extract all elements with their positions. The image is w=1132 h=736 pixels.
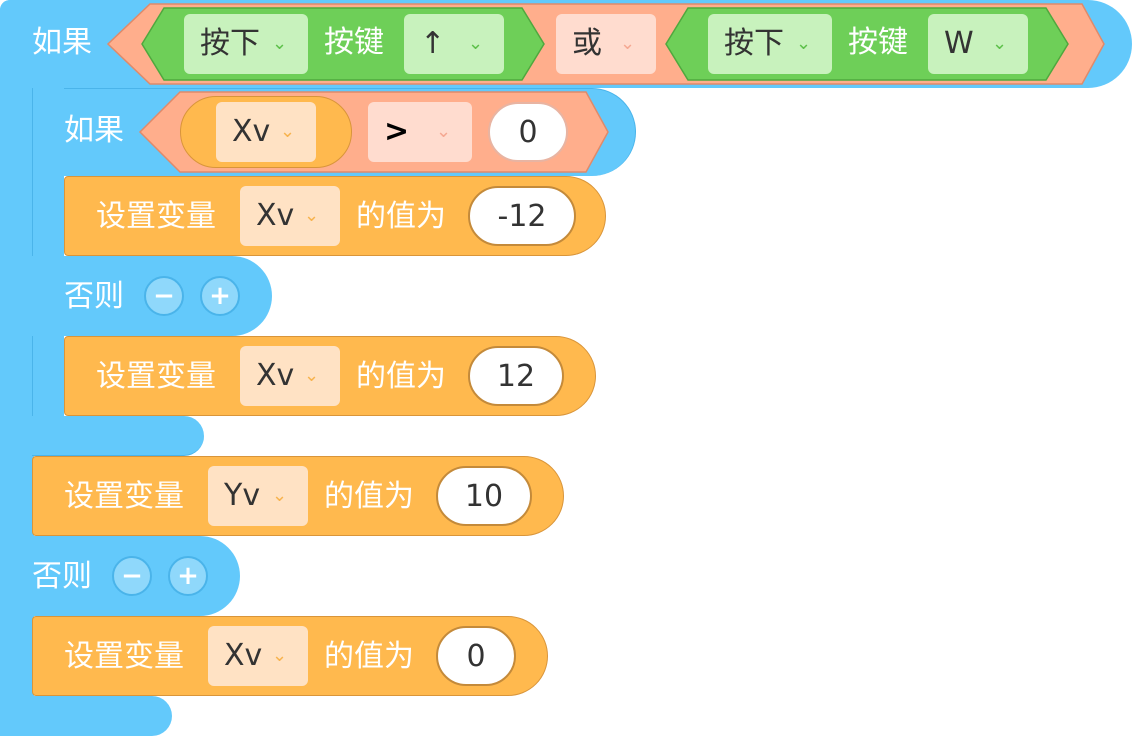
outer-if-label: 如果 [32,25,92,60]
inner-if-footer [32,416,204,456]
logic-operator-value: 或 [572,26,602,61]
set-variable-label: 设置变量 [96,199,216,234]
pressed-dropdown-left[interactable]: 按下 ⌄ [184,14,308,74]
chevron-down-icon: ⌄ [272,485,288,506]
outer-else-label: 否则 [32,559,92,594]
set-variable-dropdown-value: Xv [224,638,263,673]
outer-else-minus-button[interactable]: − [112,556,152,596]
set-variable-dropdown[interactable]: Yv ⌄ [208,466,308,526]
chevron-down-icon: ⌄ [620,33,636,54]
variable-dropdown-inner[interactable]: Xv ⌄ [216,102,316,162]
key-label-right: 按键 [848,25,908,60]
set-variable-dropdown[interactable]: Xv ⌄ [240,186,340,246]
outer-if-spine [0,0,34,736]
chevron-down-icon: ⌄ [272,33,288,54]
set-variable-label: 设置变量 [64,639,184,674]
chevron-down-icon: ⌄ [280,121,296,142]
chevron-down-icon: ⌄ [304,365,320,386]
set-variable-dropdown[interactable]: Xv ⌄ [240,346,340,406]
compare-number-input[interactable]: 0 [488,102,568,162]
set-variable-dropdown[interactable]: Xv ⌄ [208,626,308,686]
set-value-input[interactable]: 12 [468,346,564,406]
set-variable-dropdown-value: Yv [224,478,261,513]
inner-else-label: 否则 [64,279,124,314]
plus-icon: + [209,281,231,311]
minus-icon: − [153,281,175,311]
chevron-down-icon: ⌄ [436,121,452,142]
set-value-input[interactable]: 0 [436,626,516,686]
pressed-dropdown-left-value: 按下 [200,26,260,61]
chevron-down-icon: ⌄ [992,33,1008,54]
key-dropdown-left-value: ↑ [420,26,446,61]
value-of-label: 的值为 [356,199,446,234]
set-variable-label: 设置变量 [96,359,216,394]
chevron-down-icon: ⌄ [304,205,320,226]
outer-if-footer [0,696,172,736]
inner-else-plus-button[interactable]: + [200,276,240,316]
chevron-down-icon: ⌄ [796,33,812,54]
pressed-dropdown-right[interactable]: 按下 ⌄ [708,14,832,74]
key-label-left: 按键 [324,25,384,60]
minus-icon: − [121,561,143,591]
set-variable-dropdown-value: Xv [256,358,295,393]
set-variable-dropdown-value: Xv [256,198,295,233]
variable-dropdown-inner-value: Xv [232,114,271,149]
key-dropdown-right-value: W [944,26,974,61]
key-dropdown-left[interactable]: ↑ ⌄ [404,14,504,74]
compare-operator-dropdown[interactable]: > ⌄ [368,102,472,162]
plus-icon: + [177,561,199,591]
inner-else-minus-button[interactable]: − [144,276,184,316]
value-of-label: 的值为 [324,639,414,674]
set-variable-label: 设置变量 [64,479,184,514]
value-of-label: 的值为 [324,479,414,514]
value-of-label: 的值为 [356,359,446,394]
chevron-down-icon: ⌄ [272,645,288,666]
compare-operator-value: > [384,114,410,149]
key-dropdown-right[interactable]: W ⌄ [928,14,1028,74]
inner-if-label: 如果 [64,113,124,148]
set-value-input[interactable]: 10 [436,466,532,526]
outer-else-plus-button[interactable]: + [168,556,208,596]
chevron-down-icon: ⌄ [468,33,484,54]
logic-operator-dropdown[interactable]: 或 ⌄ [556,14,656,74]
pressed-dropdown-right-value: 按下 [724,26,784,61]
set-value-input[interactable]: -12 [468,186,576,246]
